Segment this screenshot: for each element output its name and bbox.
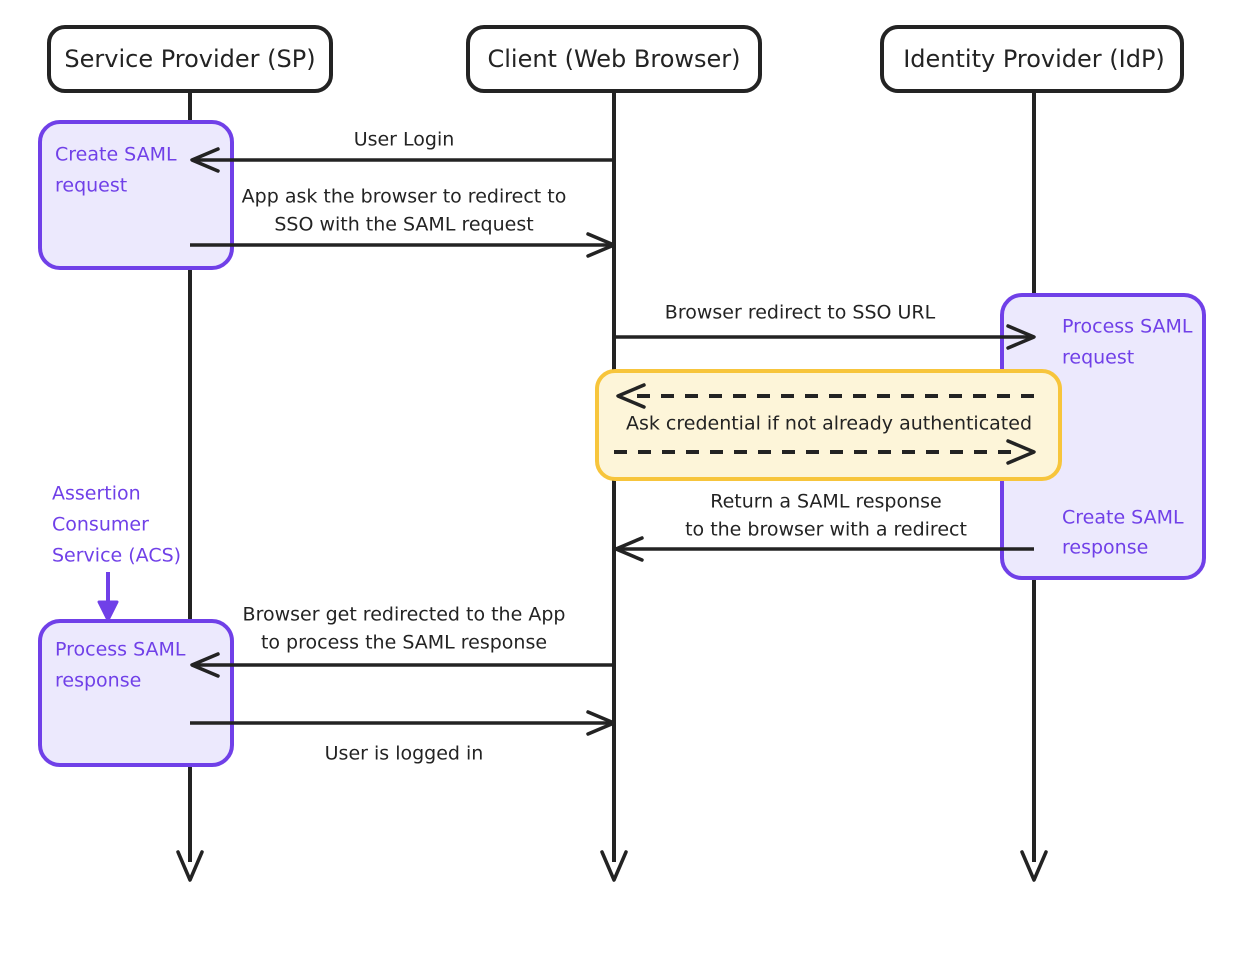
- note-create-saml-request-line-1: Create SAML: [55, 144, 177, 166]
- ask-credential-loop[interactable]: Ask credential if not already authentica…: [595, 369, 1062, 481]
- msg-return-saml-response: Return a SAML response to the browser wi…: [614, 491, 1034, 562]
- msg-browser-redirected-app-label-2: to process the SAML response: [261, 632, 547, 654]
- actor-box-client[interactable]: [466, 25, 762, 93]
- lifelines: [176, 92, 1048, 882]
- msg-browser-redirected-app: Browser get redirected to the App to pro…: [190, 604, 614, 678]
- msg-browser-redirect-sso-arrowhead: [1006, 324, 1036, 350]
- lifeline-end-arrow-sp: [176, 850, 204, 882]
- msg-app-ask-redirect-label-2: SSO with the SAML request: [274, 214, 533, 236]
- acs-annotation-line-2: Consumer: [52, 514, 149, 536]
- msg-ask-credential-reply: [614, 439, 1036, 465]
- actor-box-idp[interactable]: [880, 25, 1184, 93]
- acs-annotation-arrowhead: [97, 600, 119, 622]
- note-idp-combined[interactable]: Process SAML request Create SAML respons…: [1000, 293, 1206, 580]
- actor-label-idp: Identity Provider (IdP): [903, 45, 1165, 73]
- note-create-saml-response-line-1: Create SAML: [1062, 507, 1184, 529]
- acs-annotation-line-3: Service (ACS): [52, 545, 181, 567]
- note-create-saml-request-line-2: request: [55, 175, 127, 197]
- msg-user-logged-in: User is logged in: [190, 710, 616, 765]
- note-process-saml-request-line-2: request: [1062, 347, 1134, 369]
- msg-return-saml-response-arrowhead: [614, 536, 644, 562]
- msg-user-logged-in-label: User is logged in: [325, 743, 484, 765]
- msg-app-ask-redirect: App ask the browser to redirect to SSO w…: [190, 186, 616, 258]
- note-process-saml-response-line-2: response: [55, 670, 141, 692]
- msg-app-ask-redirect-arrowhead: [586, 232, 616, 258]
- acs-annotation: Assertion Consumer Service (ACS): [52, 483, 181, 622]
- msg-ask-credential-request-arrowhead: [616, 383, 646, 409]
- lifeline-end-arrow-client: [600, 850, 628, 882]
- msg-user-logged-in-arrowhead: [586, 710, 616, 736]
- note-process-saml-response[interactable]: Process SAML response: [38, 619, 234, 767]
- msg-browser-redirected-app-label-1: Browser get redirected to the App: [243, 604, 566, 626]
- actor-header-idp[interactable]: Identity Provider (IdP): [880, 25, 1184, 93]
- note-process-saml-response-box[interactable]: [38, 619, 234, 767]
- actor-header-sp[interactable]: Service Provider (SP): [47, 25, 333, 93]
- note-create-saml-response-line-2: response: [1062, 537, 1148, 559]
- msg-return-saml-response-label-1: Return a SAML response: [710, 491, 942, 513]
- msg-user-login-label: User Login: [354, 129, 455, 151]
- msg-ask-credential-reply-arrowhead: [1006, 439, 1036, 465]
- msg-browser-redirect-sso: Browser redirect to SSO URL: [614, 302, 1036, 350]
- note-process-saml-request-line-1: Process SAML: [1062, 316, 1193, 338]
- msg-browser-redirect-sso-label: Browser redirect to SSO URL: [665, 302, 936, 324]
- note-create-saml-request-box[interactable]: [38, 120, 234, 270]
- actor-label-sp: Service Provider (SP): [64, 45, 315, 73]
- actor-box-sp[interactable]: [47, 25, 333, 93]
- note-process-saml-response-line-1: Process SAML: [55, 639, 186, 661]
- note-create-saml-request[interactable]: Create SAML request: [38, 120, 234, 270]
- acs-annotation-line-1: Assertion: [52, 483, 141, 505]
- actor-header-client[interactable]: Client (Web Browser): [466, 25, 762, 93]
- ask-credential-loop-label: Ask credential if not already authentica…: [626, 413, 1032, 435]
- msg-user-login: User Login: [190, 129, 614, 173]
- msg-return-saml-response-label-2: to the browser with a redirect: [685, 519, 967, 541]
- actor-label-client: Client (Web Browser): [487, 45, 740, 73]
- msg-app-ask-redirect-label-1: App ask the browser to redirect to: [242, 186, 567, 208]
- lifeline-end-arrow-idp: [1020, 850, 1048, 882]
- msg-browser-redirected-app-arrowhead: [190, 652, 220, 678]
- msg-ask-credential-request: [616, 383, 1034, 409]
- msg-user-login-arrowhead: [190, 147, 220, 173]
